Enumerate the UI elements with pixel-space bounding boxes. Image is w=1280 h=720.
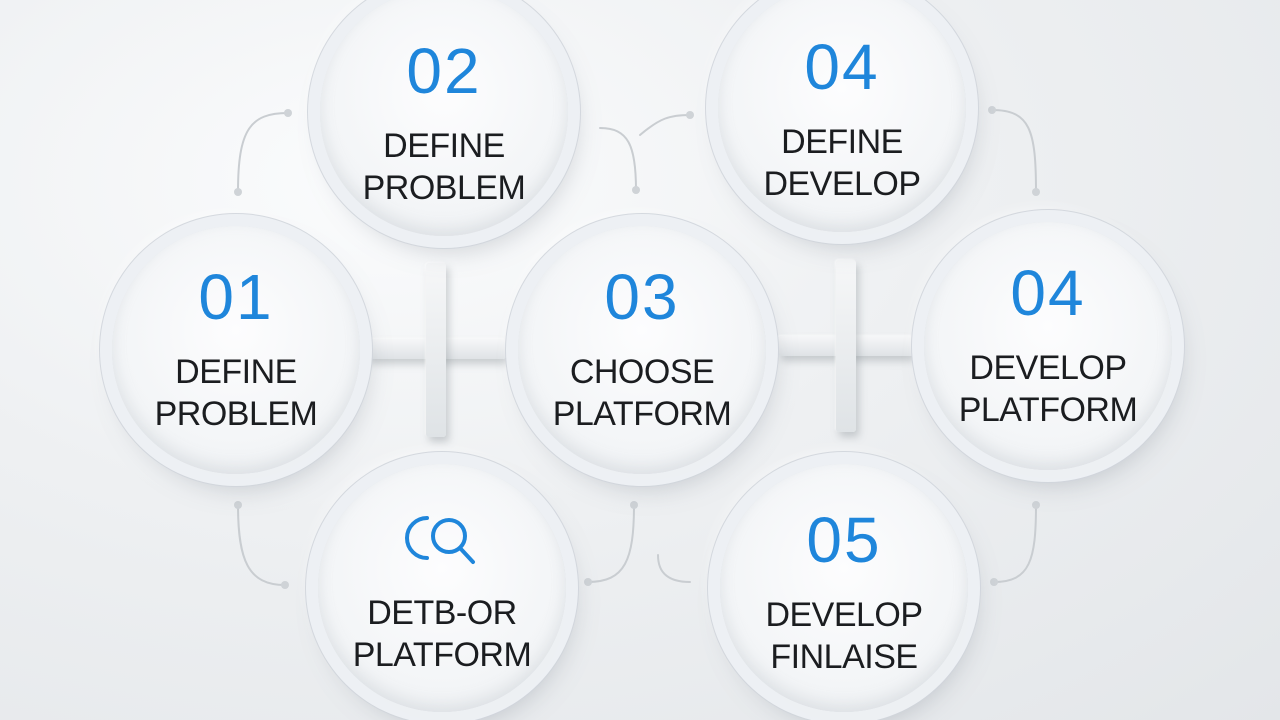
step-label-line2: PLATFORM [958, 391, 1138, 429]
step-number: 02 [406, 35, 482, 107]
step-label: DEVELOP FINLAISE [765, 594, 923, 678]
step-number: 03 [604, 261, 680, 333]
connector-01-search [237, 504, 286, 586]
step-05-node: 05 DEVELOP FINLAISE [720, 464, 968, 712]
step-04-top-node: 04 DEFINE DEVELOP [718, 0, 966, 232]
step-04-right-node: 04 DEVELOP PLATFORM [924, 222, 1172, 470]
step-label-line1: DEVELOP [765, 596, 923, 634]
step-label-line2: FINLAISE [770, 638, 918, 676]
connector-05-04right [993, 504, 1037, 583]
step-label-line1: CHOOSE [569, 353, 715, 391]
step-number: 04 [1010, 257, 1086, 329]
step-label-line2: DEVELOP [763, 165, 921, 203]
step-label: DEFINE PROBLEM [155, 351, 318, 435]
plus-connector-right [778, 260, 914, 432]
connector-02-03 [599, 127, 637, 191]
step-number: 01 [198, 261, 274, 333]
step-label-line2: PLATFORM [552, 395, 732, 433]
connector-03-05 [657, 554, 691, 583]
step-label-line2: PLATFORM [352, 636, 532, 674]
connector-search-03 [587, 504, 635, 583]
step-label-line2: PROBLEM [362, 169, 526, 207]
step-label-line2: PROBLEM [154, 395, 318, 433]
step-label-line1: DEFINE [781, 123, 903, 161]
search-step-node: DETB-OR PLATFORM [318, 464, 566, 712]
step-02-node: 02 DEFINE PROBLEM [320, 0, 568, 236]
plus-connector-left [366, 263, 506, 437]
step-label-line1: DETB-OR [367, 594, 517, 632]
step-label: CHOOSE PLATFORM [553, 351, 732, 435]
step-label: DEVELOP PLATFORM [959, 347, 1138, 431]
step-number: 05 [806, 504, 882, 576]
connector-03-04top [639, 114, 691, 136]
connector-04top-04right [991, 109, 1037, 193]
step-label: DEFINE DEVELOP [763, 121, 921, 205]
search-icon [397, 506, 487, 570]
step-label: DETB-OR PLATFORM [353, 592, 532, 676]
step-label: DEFINE PROBLEM [363, 125, 526, 209]
step-label-line1: DEVELOP [969, 349, 1127, 387]
connector-01-02 [237, 112, 289, 193]
step-number: 04 [804, 31, 880, 103]
step-03-node: 03 CHOOSE PLATFORM [518, 226, 766, 474]
step-01-node: 01 DEFINE PROBLEM [112, 226, 360, 474]
step-label-line1: DEFINE [175, 353, 297, 391]
step-label-line1: DEFINE [383, 127, 505, 165]
